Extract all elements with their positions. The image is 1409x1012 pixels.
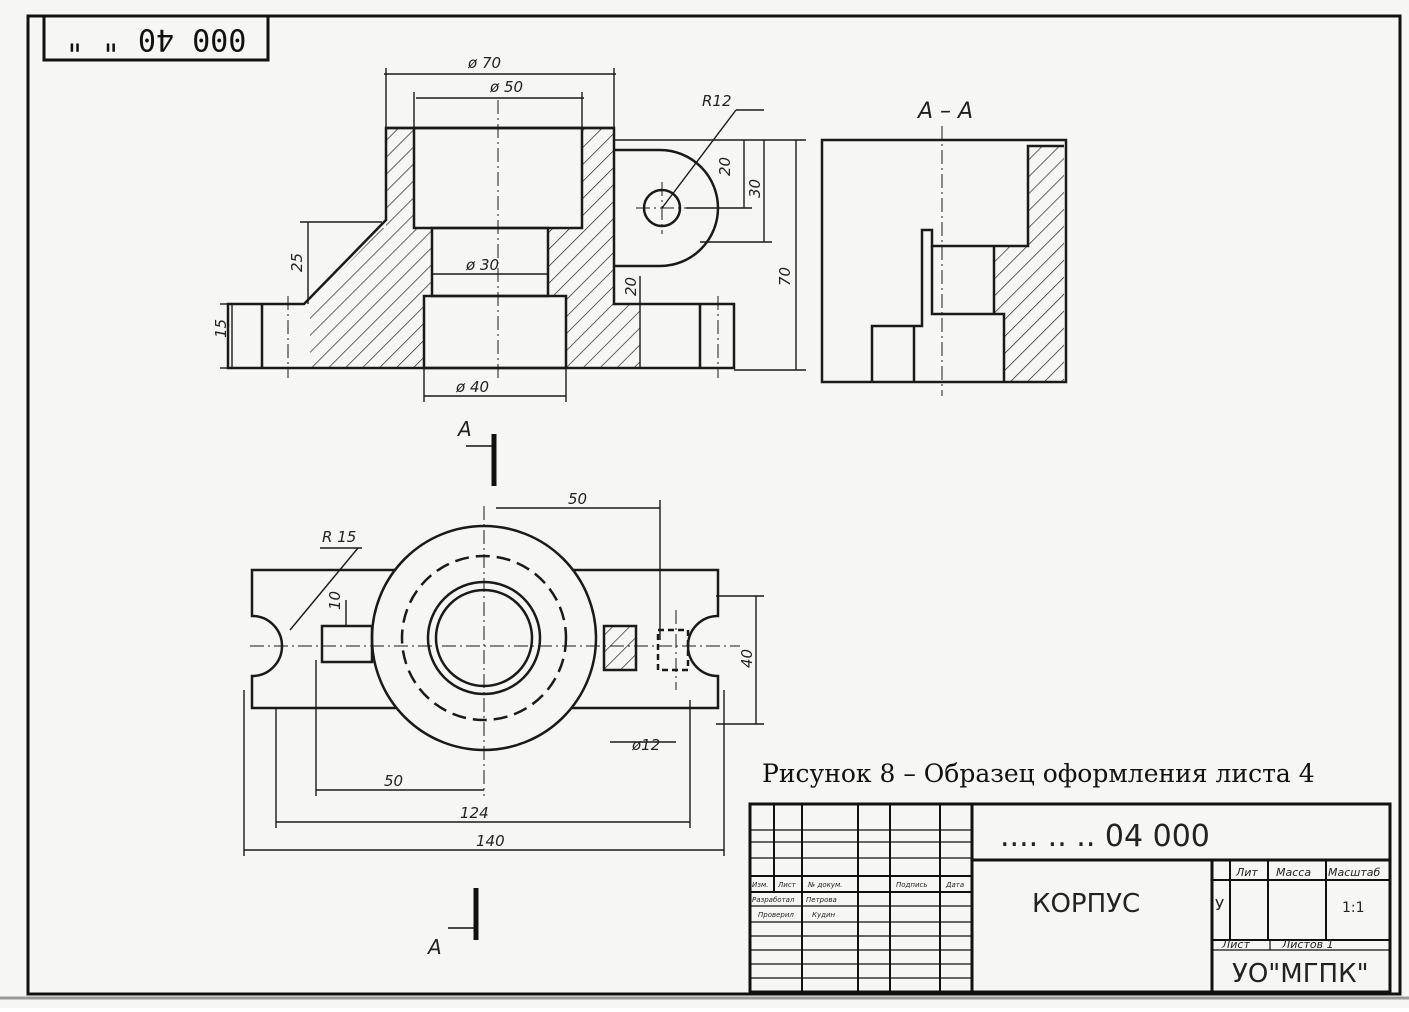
dim-d50: ø 50 [489, 78, 523, 96]
dim-h25: 25 [288, 253, 306, 272]
dim-h15: 15 [212, 319, 230, 338]
dim-h30: 30 [746, 179, 764, 198]
tb-scale-label: Масштаб [1328, 866, 1380, 879]
corner-stamp: 000 40 " " [42, 14, 270, 62]
dim-d30: ø 30 [465, 256, 499, 274]
dim-d70: ø 70 [467, 54, 501, 72]
section-view-outline [820, 138, 1068, 384]
section-view [820, 126, 1068, 396]
tb-role-0: Разработал [752, 896, 795, 904]
dim-h40: 40 [738, 649, 756, 668]
dim-w124: 124 [460, 804, 489, 822]
corner-stamp-text: 000 40 " " [66, 22, 247, 57]
tb-sheets-label: Листов 1 [1281, 938, 1334, 951]
front-view-dimensions [220, 68, 806, 402]
front-view [226, 100, 736, 380]
top-view [250, 506, 740, 796]
tb-header-izm: Изм. [752, 881, 768, 889]
tb-role-1: Проверил [758, 911, 794, 919]
section-label-top: A – A [916, 99, 973, 124]
dim-w140: 140 [476, 832, 505, 850]
title-block-text: Изм. Лист № докум. Подпись Дата Разработ… [752, 819, 1380, 989]
sheet-frame [26, 14, 1402, 996]
tb-header-list: Лист [777, 881, 797, 889]
tb-header-date: Дата [945, 881, 964, 889]
front-view-bore-bottom [422, 294, 568, 370]
dim-d40: ø 40 [455, 378, 489, 396]
front-view-hatch-right [548, 128, 640, 368]
dim-h20a: 20 [716, 157, 734, 176]
tb-sheet-label: Лист [1221, 938, 1250, 951]
tb-header-sign: Подпись [896, 881, 928, 889]
section-view-hatch [994, 146, 1064, 382]
figure-caption: Рисунок 8 – Образец оформления листа 4 [762, 759, 1315, 788]
tb-name-0: Петрова [806, 896, 837, 904]
top-view-dimension-text: 50 R 15 10 40 ø12 50 124 140 [322, 490, 756, 850]
front-view-hatch-left [310, 128, 432, 368]
dim-r15: R 15 [322, 528, 356, 546]
dim-r12: R12 [702, 92, 732, 110]
dim-w50bot: 50 [384, 772, 403, 790]
tb-part-name: КОРПУС [1032, 889, 1140, 919]
dim-w50top: 50 [568, 490, 587, 508]
top-view-dimensions [243, 500, 764, 856]
top-view-plate [250, 568, 720, 710]
tb-mass-label: Масса [1276, 866, 1311, 879]
top-view-rib-left [320, 624, 374, 664]
dim-h70: 70 [776, 267, 794, 286]
tb-scale-value: 1:1 [1342, 900, 1365, 916]
tb-header-doc: № докум. [807, 881, 843, 889]
cut-mark-bottom: A [426, 935, 442, 959]
cut-mark-top: A [456, 417, 472, 441]
dim-h10a: 10 [326, 591, 344, 610]
tb-doc-number: .... .. .. 04 000 [1000, 819, 1210, 854]
dim-d12: ø12 [631, 736, 660, 754]
tb-org: УО"МГПК" [1232, 959, 1369, 989]
top-view-rib-right [602, 624, 638, 672]
cutting-plane-marks: A A [426, 417, 497, 959]
title-block [748, 802, 1392, 994]
front-view-outline [226, 126, 736, 370]
dim-h20b: 20 [622, 277, 640, 296]
tb-name-1: Кудин [812, 911, 836, 919]
front-view-dimension-text: ø 70 ø 50 R12 20 30 70 25 15 ø 30 20 ø 4… [212, 54, 794, 396]
tb-lit-label: Лит [1235, 866, 1258, 879]
tb-lit-value: У [1215, 896, 1224, 914]
